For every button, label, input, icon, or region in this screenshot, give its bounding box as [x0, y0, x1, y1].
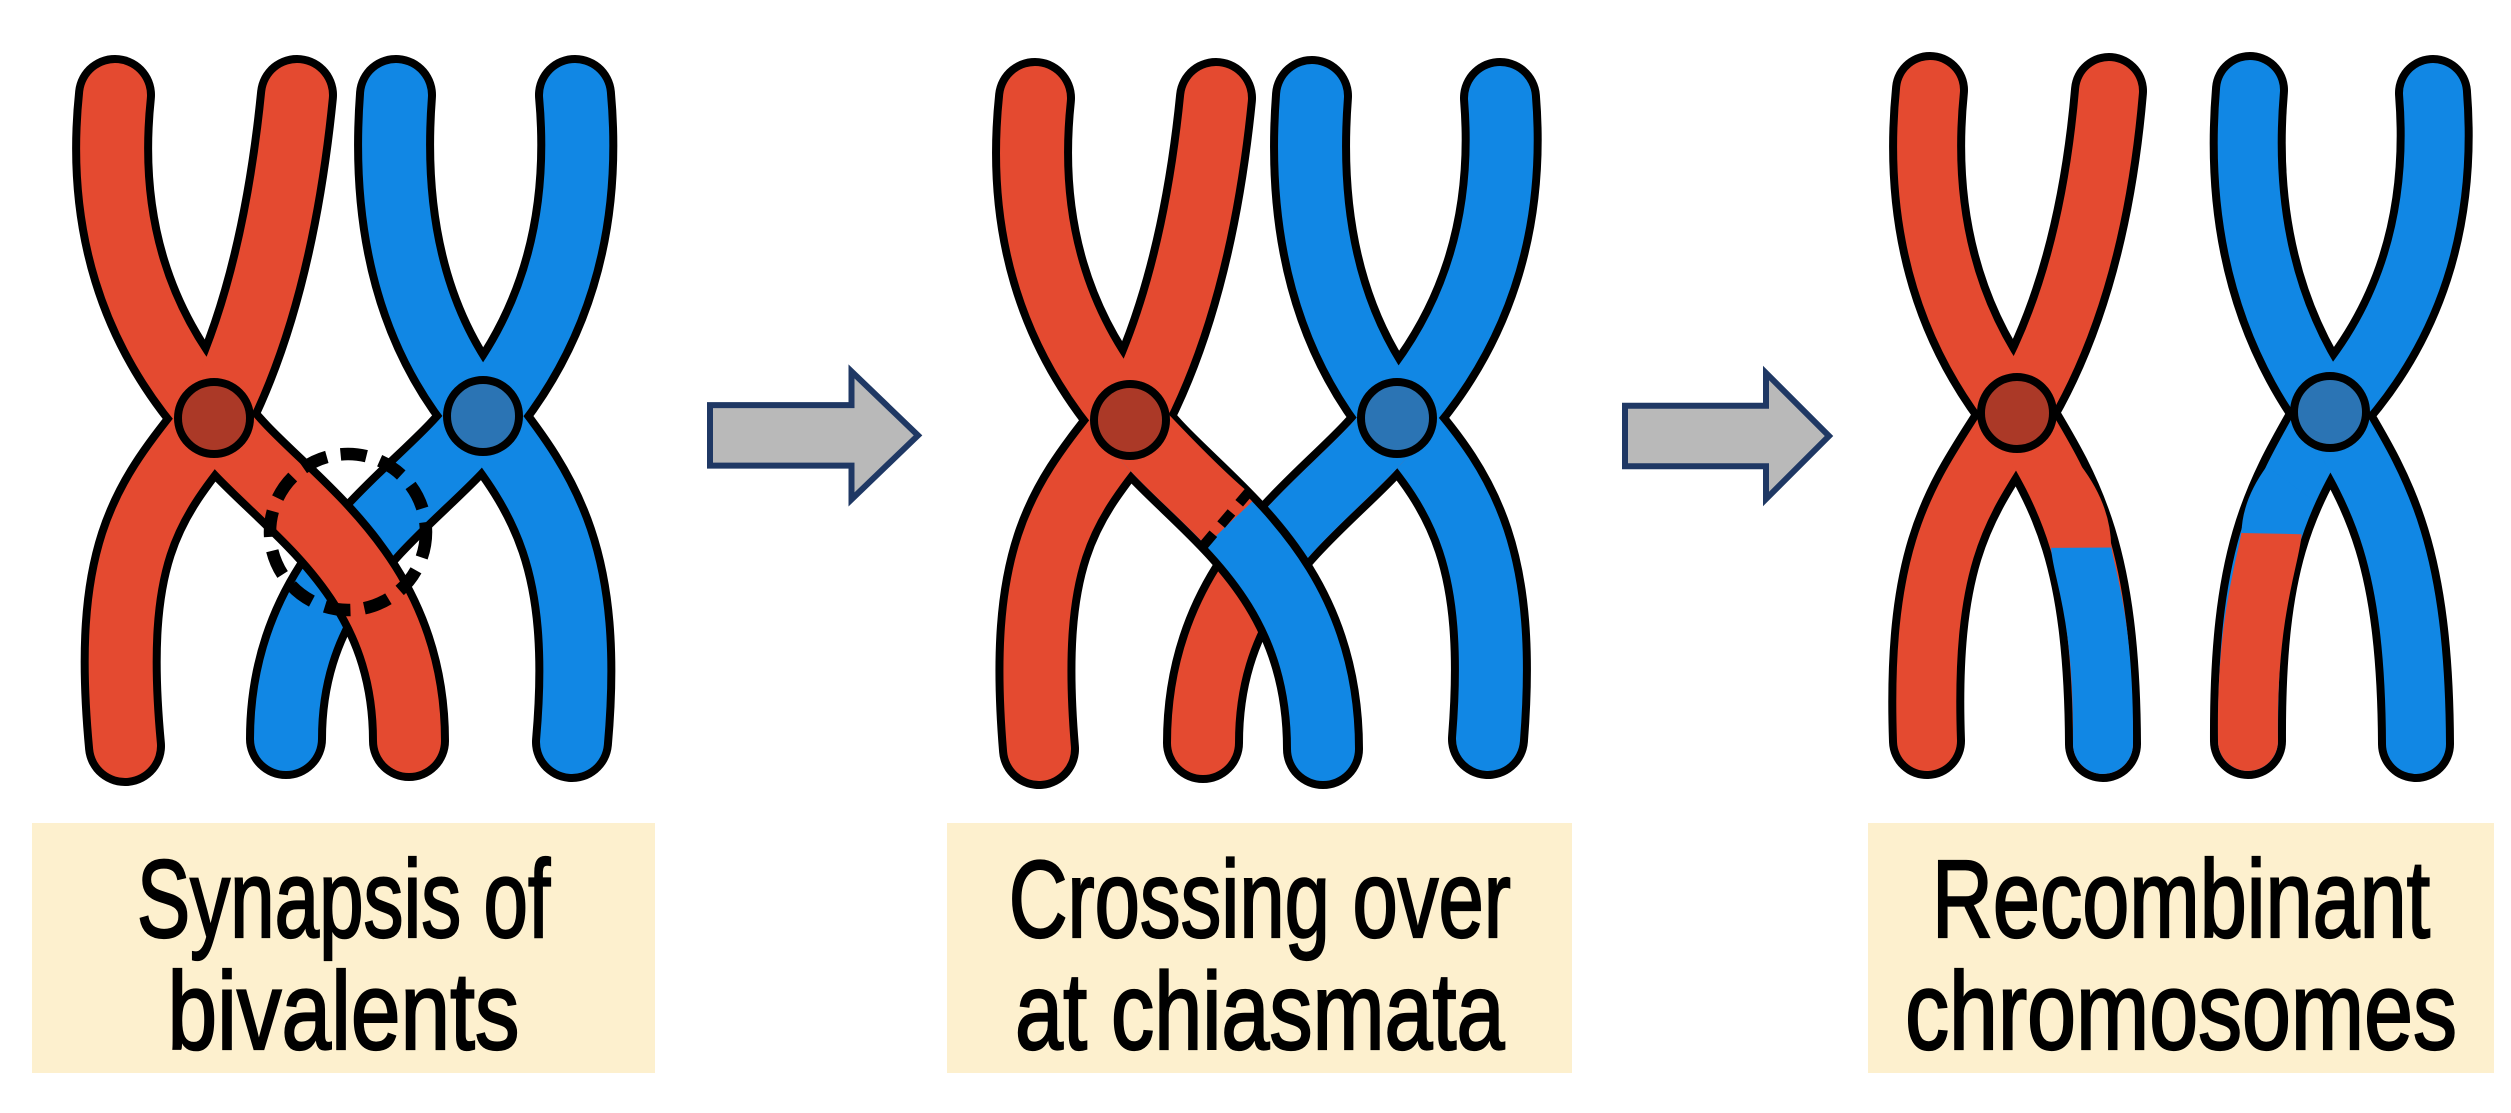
- svg-text:bivalents: bivalents: [167, 950, 519, 1073]
- svg-text:Crossing over: Crossing over: [1009, 837, 1511, 961]
- svg-text:chromosomes: chromosomes: [1905, 951, 2457, 1074]
- svg-text:at chiasmata: at chiasmata: [1015, 949, 1505, 1072]
- svg-text:Synapsis of: Synapsis of: [137, 839, 551, 961]
- svg-text:Recombinant: Recombinant: [1932, 837, 2430, 960]
